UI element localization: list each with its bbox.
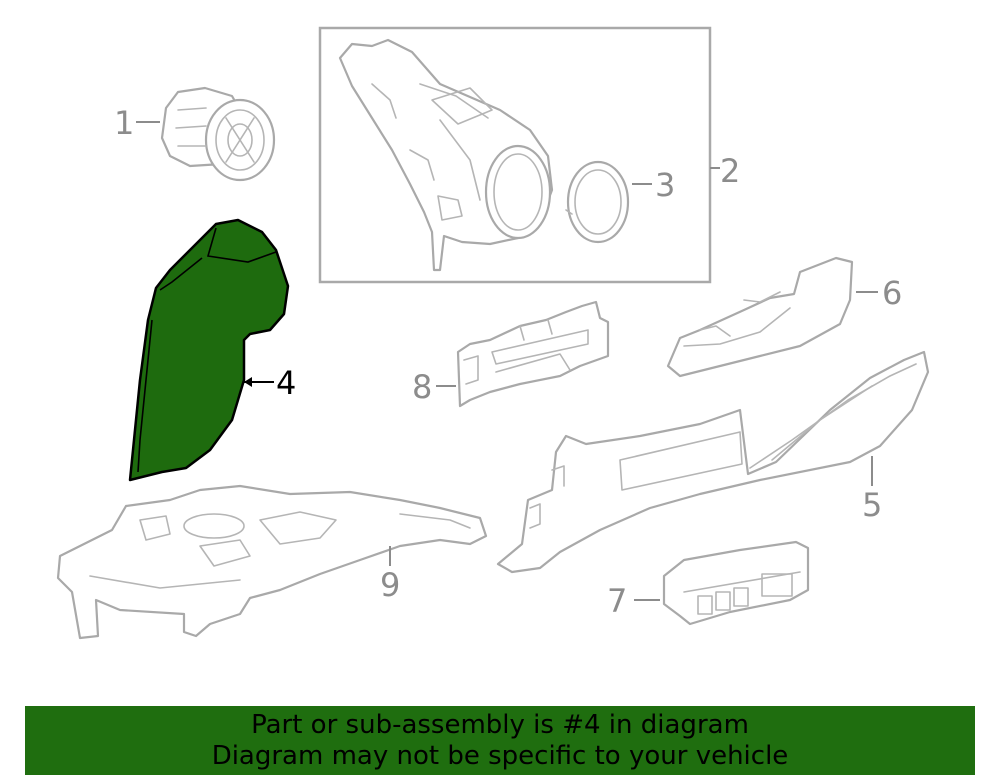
- banner-line-1: Part or sub-assembly is #4 in diagram: [251, 710, 749, 740]
- part-5-lower-panel[interactable]: [496, 350, 930, 574]
- part-2-group-frame: [318, 26, 712, 284]
- part-3-trim-ring[interactable]: [565, 160, 630, 244]
- part-7-switch-module[interactable]: [662, 540, 810, 626]
- callout-6[interactable]: 6: [882, 274, 902, 312]
- callout-1[interactable]: 1: [114, 104, 134, 142]
- info-banner: Part or sub-assembly is #4 in diagram Di…: [25, 706, 975, 775]
- arrow-4-head: [244, 377, 252, 387]
- callout-4[interactable]: 4: [276, 364, 296, 402]
- banner-line-2: Diagram may not be specific to your vehi…: [211, 741, 789, 771]
- callout-5[interactable]: 5: [862, 486, 882, 524]
- part-6-upper-trim[interactable]: [666, 256, 854, 378]
- part-1-air-vent[interactable]: [160, 86, 276, 182]
- callout-7[interactable]: 7: [607, 582, 627, 620]
- parts-diagram: 1 2 3 4 6: [56, 26, 930, 640]
- part-9-lower-bracket[interactable]: [56, 484, 488, 640]
- part-4-knee-bolster-panel[interactable]: [128, 218, 290, 482]
- callout-2[interactable]: 2: [720, 152, 740, 190]
- callout-8[interactable]: 8: [412, 368, 432, 406]
- part-8-bracket[interactable]: [456, 300, 610, 408]
- callout-3[interactable]: 3: [655, 166, 675, 204]
- callout-9[interactable]: 9: [380, 566, 400, 604]
- part-2-column-housing[interactable]: [338, 38, 554, 272]
